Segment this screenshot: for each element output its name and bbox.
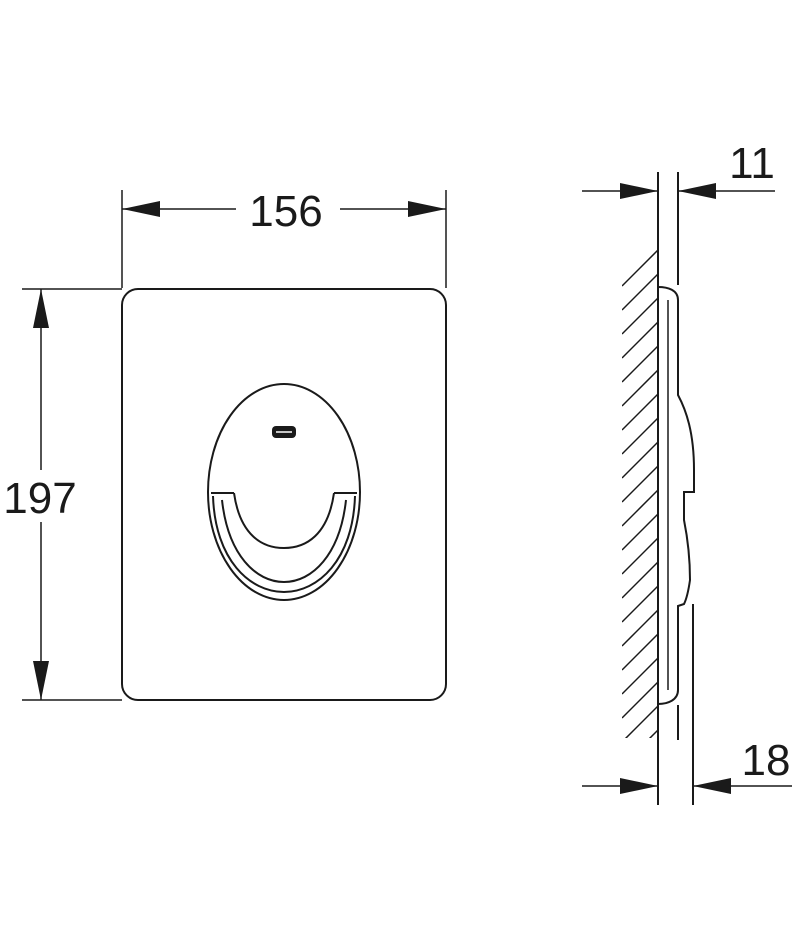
hatch-line bbox=[622, 297, 658, 335]
hatch-line bbox=[622, 561, 658, 599]
hatch-line bbox=[622, 489, 658, 527]
hatch-line bbox=[622, 681, 658, 719]
depth-frame-arrow-left bbox=[620, 183, 658, 199]
plate-side-profile bbox=[657, 286, 695, 705]
depth-total-label: 18 bbox=[742, 736, 791, 785]
hatch-line bbox=[622, 369, 658, 407]
hatch-line bbox=[622, 250, 658, 287]
depth-frame-arrow-right bbox=[678, 183, 716, 199]
hatch-line bbox=[622, 441, 658, 479]
wall-hatching bbox=[622, 250, 658, 738]
hatch-line bbox=[622, 585, 658, 623]
logo-icon bbox=[272, 426, 296, 438]
hatch-line bbox=[622, 465, 658, 503]
hatch-line bbox=[622, 633, 658, 671]
front-view: 156 197 bbox=[3, 187, 447, 701]
hatch-line bbox=[622, 657, 658, 695]
depth-total-arrow-left bbox=[620, 778, 658, 794]
hatch-line bbox=[622, 393, 658, 431]
width-arrow-right bbox=[408, 201, 446, 217]
flush-plate-outline bbox=[121, 288, 447, 701]
flush-button-lower-rim bbox=[212, 495, 356, 594]
width-arrow-left bbox=[122, 201, 160, 217]
hatch-line bbox=[622, 609, 658, 647]
hatch-line bbox=[622, 537, 658, 575]
flush-button bbox=[207, 383, 361, 601]
hatch-line bbox=[622, 345, 658, 383]
flush-button-inner-curve bbox=[221, 499, 347, 584]
hatch-line bbox=[624, 705, 658, 738]
height-dimension: 197 bbox=[3, 288, 122, 701]
height-arrow-bottom bbox=[33, 661, 49, 700]
hatch-line bbox=[622, 513, 658, 551]
hatch-line bbox=[648, 729, 658, 738]
depth-total-arrow-right bbox=[693, 778, 731, 794]
hatch-line bbox=[622, 321, 658, 359]
side-view: 11 18 bbox=[582, 139, 792, 805]
flush-button-outline bbox=[207, 383, 361, 601]
width-label: 156 bbox=[249, 187, 322, 236]
hatch-line bbox=[622, 417, 658, 455]
width-dimension: 156 bbox=[121, 187, 447, 288]
depth-frame-dimension: 11 bbox=[582, 139, 775, 199]
height-label: 197 bbox=[3, 474, 76, 523]
depth-frame-label: 11 bbox=[729, 139, 775, 188]
depth-total-dimension: 18 bbox=[582, 736, 792, 794]
hatch-line bbox=[622, 273, 658, 311]
height-arrow-top bbox=[33, 289, 49, 328]
flush-button-small-segment bbox=[233, 492, 335, 550]
